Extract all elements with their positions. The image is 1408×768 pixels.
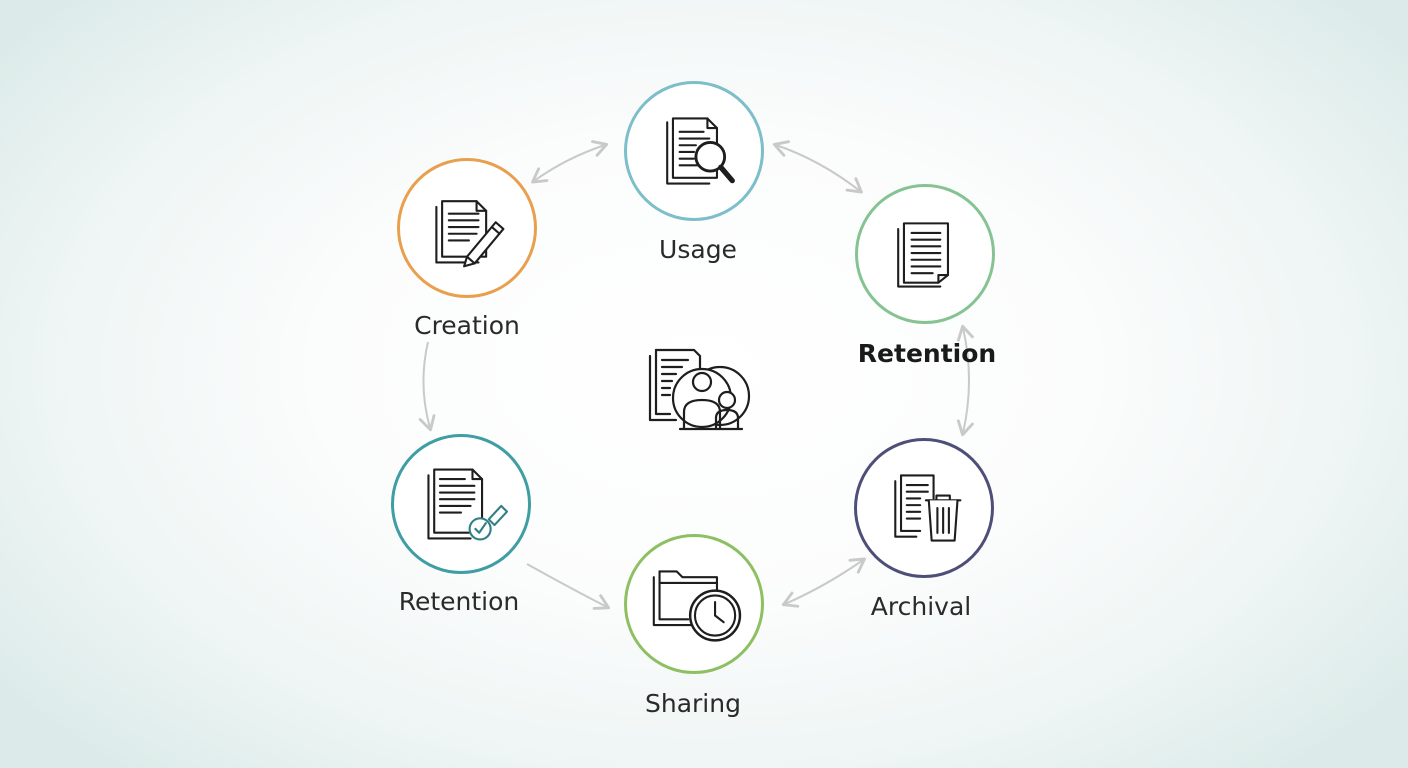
sharing-label: Sharing	[645, 689, 741, 718]
connector-creation-usage	[531, 140, 609, 184]
usage-label: Usage	[659, 235, 737, 264]
connector-sharing-archival	[781, 557, 866, 608]
retention-right-node	[855, 184, 995, 324]
creation-label: Creation	[414, 311, 520, 340]
archival-label: Archival	[870, 592, 972, 621]
document-edit-icon	[435, 200, 505, 268]
document-trash-icon	[894, 474, 962, 542]
document-approve-icon	[427, 468, 508, 541]
connector-usage-retention	[772, 140, 863, 194]
archival-node	[854, 438, 994, 578]
documents-icon	[897, 222, 950, 288]
retention-left-label: Retention	[398, 587, 520, 616]
connector-retention-archival	[956, 324, 974, 437]
retention-right-label: Retention	[857, 339, 997, 368]
creation-node	[397, 158, 537, 298]
connector-creation-retention	[418, 341, 436, 432]
folder-clock-icon	[652, 570, 742, 642]
usage-node	[624, 81, 764, 221]
documents-users-icon	[648, 348, 751, 431]
retention-left-node	[391, 434, 531, 574]
connector-retention-sharing	[526, 563, 611, 610]
document-search-icon	[666, 117, 735, 185]
sharing-node	[624, 534, 764, 674]
